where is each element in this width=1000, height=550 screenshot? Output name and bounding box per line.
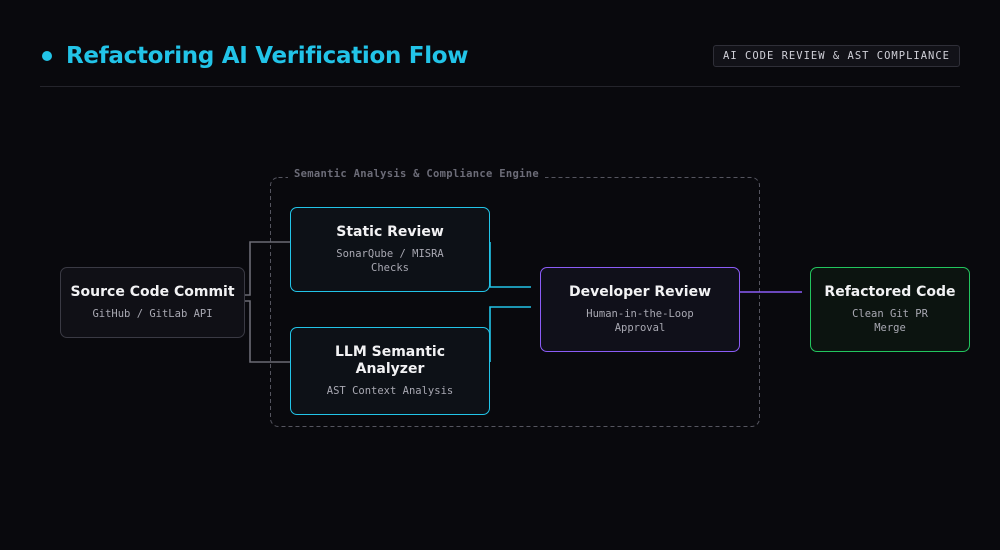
page-title: Refactoring AI Verification Flow: [66, 43, 469, 69]
node-source-code-commit[interactable]: Source Code Commit GitHub / GitLab API: [60, 267, 245, 338]
node-title: Developer Review: [568, 284, 712, 300]
node-title: Refactored Code: [824, 284, 956, 300]
node-subtitle: Clean Git PR Merge: [852, 308, 928, 334]
node-refactored-code[interactable]: Refactored Code Clean Git PR Merge: [810, 267, 970, 352]
node-subtitle: Human-in-the-Loop Approval: [586, 308, 694, 334]
header: Refactoring AI Verification Flow AI CODE…: [40, 40, 960, 72]
node-subtitle: SonarQube / MISRA Checks: [336, 248, 444, 274]
header-divider: [40, 86, 960, 87]
engine-group-label: Semantic Analysis & Compliance Engine: [288, 168, 545, 180]
node-title: Static Review: [336, 224, 444, 240]
node-static-review[interactable]: Static Review SonarQube / MISRA Checks: [290, 207, 490, 292]
edge-static-to-developer: [489, 242, 531, 288]
node-title: Source Code Commit: [70, 284, 235, 300]
node-subtitle: AST Context Analysis: [326, 385, 454, 397]
engine-group-boundary: [270, 177, 760, 427]
node-llm-semantic-analyzer[interactable]: LLM Semantic Analyzer AST Context Analys…: [290, 327, 490, 415]
edge-llm-to-developer: [489, 306, 531, 362]
node-subtitle: GitHub / GitLab API: [92, 308, 213, 320]
node-title: LLM Semantic Analyzer: [334, 344, 446, 377]
node-developer-review[interactable]: Developer Review Human-in-the-Loop Appro…: [540, 267, 740, 352]
title-bullet-icon: [42, 51, 52, 61]
header-tag: AI CODE REVIEW & AST COMPLIANCE: [713, 45, 960, 67]
